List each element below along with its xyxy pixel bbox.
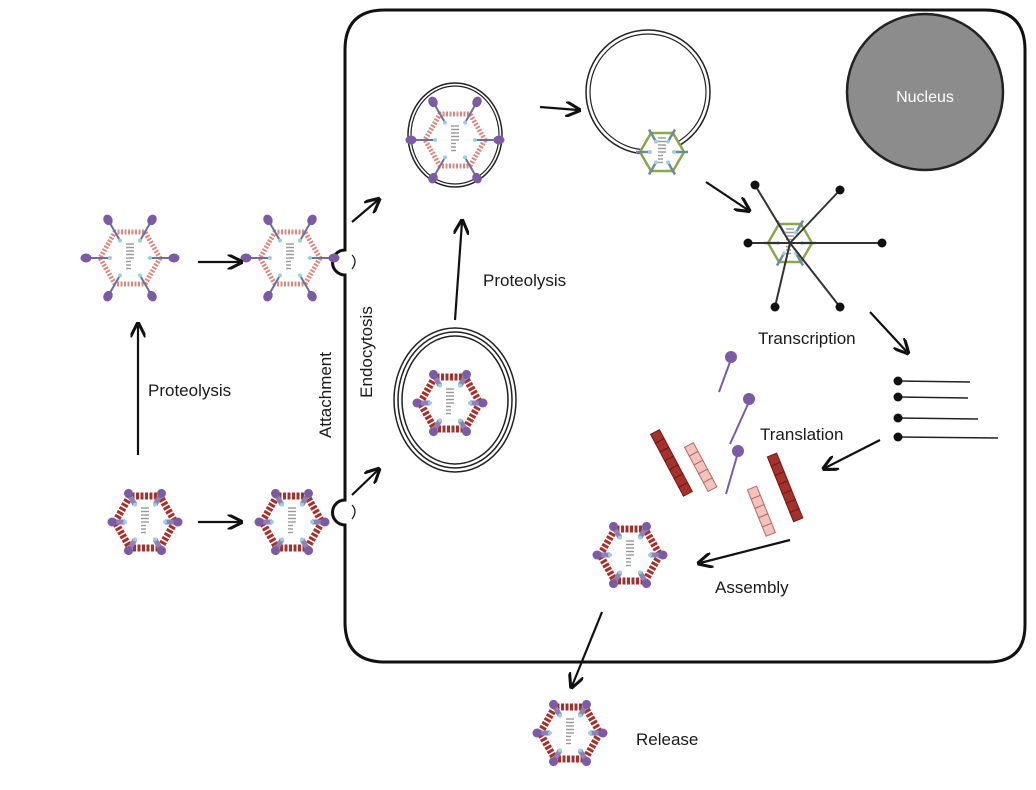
virion-cleaved-1 bbox=[80, 214, 180, 302]
process-arrow bbox=[572, 611, 604, 686]
capsid-protein-chain bbox=[766, 452, 804, 523]
nucleoprotein-chain bbox=[683, 441, 718, 493]
virion-intact-1 bbox=[107, 488, 183, 556]
virion-assembled bbox=[592, 521, 668, 589]
translation-label: Translation bbox=[760, 425, 843, 444]
attachment-label: Attachment bbox=[316, 352, 335, 438]
mrna-strand bbox=[893, 392, 969, 402]
transcription-complex-spoke bbox=[789, 185, 845, 244]
cell-membrane bbox=[331, 8, 1027, 664]
assembly-label: Assembly bbox=[715, 578, 789, 597]
virion-in-endosome bbox=[405, 96, 505, 184]
virion-cleaved-2 bbox=[240, 214, 340, 302]
nucleus bbox=[845, 12, 1005, 172]
glycoprotein-spike bbox=[718, 351, 737, 393]
virion-core-fusion bbox=[636, 128, 688, 176]
virion-in-vesicle bbox=[412, 369, 488, 437]
proteolysis-label-1: Proteolysis bbox=[148, 381, 231, 400]
fusing-endosome bbox=[585, 29, 711, 155]
mrna-strand bbox=[893, 413, 979, 423]
endocytic-vesicle bbox=[393, 327, 517, 473]
nucleus-label: Nucleus bbox=[896, 89, 954, 106]
virion-intact-2 bbox=[254, 488, 330, 556]
transcription-complex-spoke bbox=[743, 238, 790, 248]
transcription-complex-spoke bbox=[790, 238, 887, 248]
mrna-strand bbox=[893, 376, 971, 386]
transcription-complex-spoke bbox=[770, 242, 791, 312]
mrna-strand bbox=[893, 432, 999, 442]
transcription-complex-spoke bbox=[750, 180, 791, 244]
process-arrow bbox=[705, 181, 748, 210]
transcription-complex-spoke bbox=[789, 242, 845, 312]
transcription-label: Transcription bbox=[758, 329, 856, 348]
process-arrow bbox=[455, 222, 462, 321]
proteolysis-label-2: Proteolysis bbox=[483, 271, 566, 290]
release-label: Release bbox=[636, 730, 698, 749]
process-arrow bbox=[351, 470, 378, 496]
capsid-protein-chain bbox=[649, 428, 693, 497]
glycoprotein-spike bbox=[725, 445, 744, 495]
process-arrow bbox=[869, 311, 907, 352]
process-arrow bbox=[539, 107, 578, 110]
process-arrow bbox=[700, 538, 791, 563]
nucleoprotein-chain bbox=[746, 485, 777, 537]
process-arrow bbox=[825, 439, 881, 468]
early-endosome bbox=[407, 82, 503, 188]
process-arrow bbox=[351, 200, 378, 223]
endocytosis-label: Endocytosis bbox=[357, 306, 376, 398]
virion-released bbox=[532, 699, 608, 767]
glycoprotein-spike bbox=[729, 393, 755, 445]
receptor-marks bbox=[351, 254, 356, 520]
